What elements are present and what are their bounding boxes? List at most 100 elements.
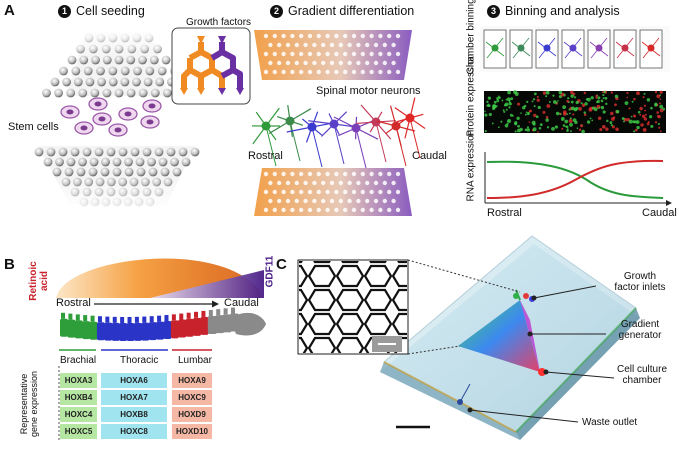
well: [145, 66, 155, 76]
plot-rostral-label: Rostral: [487, 207, 522, 219]
well: [55, 157, 64, 167]
well: [88, 167, 98, 177]
morphogen-gradient-plot: [56, 258, 264, 308]
spinal-motor-neurons-illustration: [251, 97, 426, 169]
well: [112, 157, 122, 167]
well: [130, 147, 140, 157]
gene-cell-hoxc5: HOXC5: [60, 424, 97, 439]
well: [124, 157, 133, 167]
well: [150, 88, 160, 98]
gene-cell-hoxc9: HOXC9: [172, 390, 212, 405]
step3-text: Binning and analysis: [505, 4, 620, 18]
vertebra: [96, 322, 105, 341]
well: [147, 157, 156, 167]
rna-red-curve: [486, 159, 664, 199]
gene-cell-hoxa7: HOXA7: [101, 390, 167, 405]
neuron-cell: [351, 123, 361, 133]
well: [148, 167, 158, 177]
well: [96, 66, 105, 76]
plot-caudal-label: Caudal: [642, 207, 677, 219]
panel-b-label: B: [4, 256, 15, 273]
well: [155, 77, 165, 87]
well: [64, 167, 74, 177]
region-thoracic: Thoracic: [120, 355, 159, 366]
vertebra: [207, 316, 217, 335]
chamber-binning-strip: [480, 26, 670, 72]
well: [66, 157, 76, 167]
well: [97, 77, 106, 87]
vertebra: [82, 321, 91, 340]
vertebra: [104, 322, 113, 341]
gene-cell-hoxb4: HOXB4: [60, 390, 97, 405]
microfluidic-chip: [380, 235, 640, 440]
well: [132, 77, 141, 87]
protein-expression-label: Protein expression: [465, 53, 477, 137]
vertebra: [163, 321, 172, 340]
well: [154, 147, 164, 157]
well: [89, 157, 99, 167]
vertebra: [89, 321, 98, 340]
well: [108, 66, 118, 76]
gene-cell-hoxa6: HOXA6: [101, 373, 167, 388]
step1-text: Cell seeding: [76, 4, 145, 18]
well: [172, 167, 182, 177]
well: [120, 77, 130, 87]
well: [106, 147, 116, 157]
well: [34, 147, 44, 157]
well: [71, 66, 81, 76]
step3-number: 3: [487, 5, 500, 18]
gene-cell-hoxb8: HOXB8: [101, 407, 167, 422]
well: [138, 88, 148, 98]
vertebra: [200, 316, 209, 335]
well: [166, 147, 176, 157]
neuron-cell: [261, 121, 271, 131]
vertebra: [111, 322, 120, 341]
vertebra: [148, 322, 157, 341]
well: [58, 147, 68, 157]
panel-c-label: C: [276, 256, 287, 273]
gene-cell-hoxa9: HOXA9: [172, 373, 212, 388]
well: [66, 88, 76, 98]
gene-cell-hoxa3: HOXA3: [60, 373, 97, 388]
callout-lines: [467, 285, 615, 423]
well: [112, 167, 122, 177]
well: [42, 88, 51, 98]
vertebra: [185, 318, 194, 337]
gradient-generator-triangle: [458, 300, 540, 372]
well: [100, 167, 110, 177]
gene-cell-hoxd10: HOXD10: [172, 424, 212, 439]
stem-cells: [60, 97, 162, 137]
well: [70, 147, 80, 157]
well: [52, 167, 62, 177]
region-brachial: Brachial: [60, 355, 97, 366]
vertebra: [170, 320, 179, 339]
well: [73, 77, 83, 87]
well: [94, 147, 104, 157]
vertebra: [215, 315, 225, 334]
well: [76, 167, 86, 177]
stem-cells-label: Stem cells: [8, 121, 59, 133]
well: [158, 157, 168, 167]
neuron-cell: [307, 122, 317, 132]
gene-cell-hoxc8: HOXC8: [101, 424, 167, 439]
growth-factors-box: [171, 27, 251, 105]
gene-cell-hoxc4: HOXC4: [60, 407, 97, 422]
well: [157, 66, 167, 76]
well: [90, 88, 100, 98]
well: [142, 147, 152, 157]
well: [136, 167, 146, 177]
rostral-label-a: Rostral: [248, 150, 283, 162]
waste-outlet-label: Waste outlet: [582, 417, 638, 428]
well: [83, 66, 93, 76]
vertebra: [193, 317, 202, 336]
gene-cell-hoxd9: HOXD9: [172, 407, 212, 422]
region-lumbar: Lumbar: [178, 355, 212, 366]
